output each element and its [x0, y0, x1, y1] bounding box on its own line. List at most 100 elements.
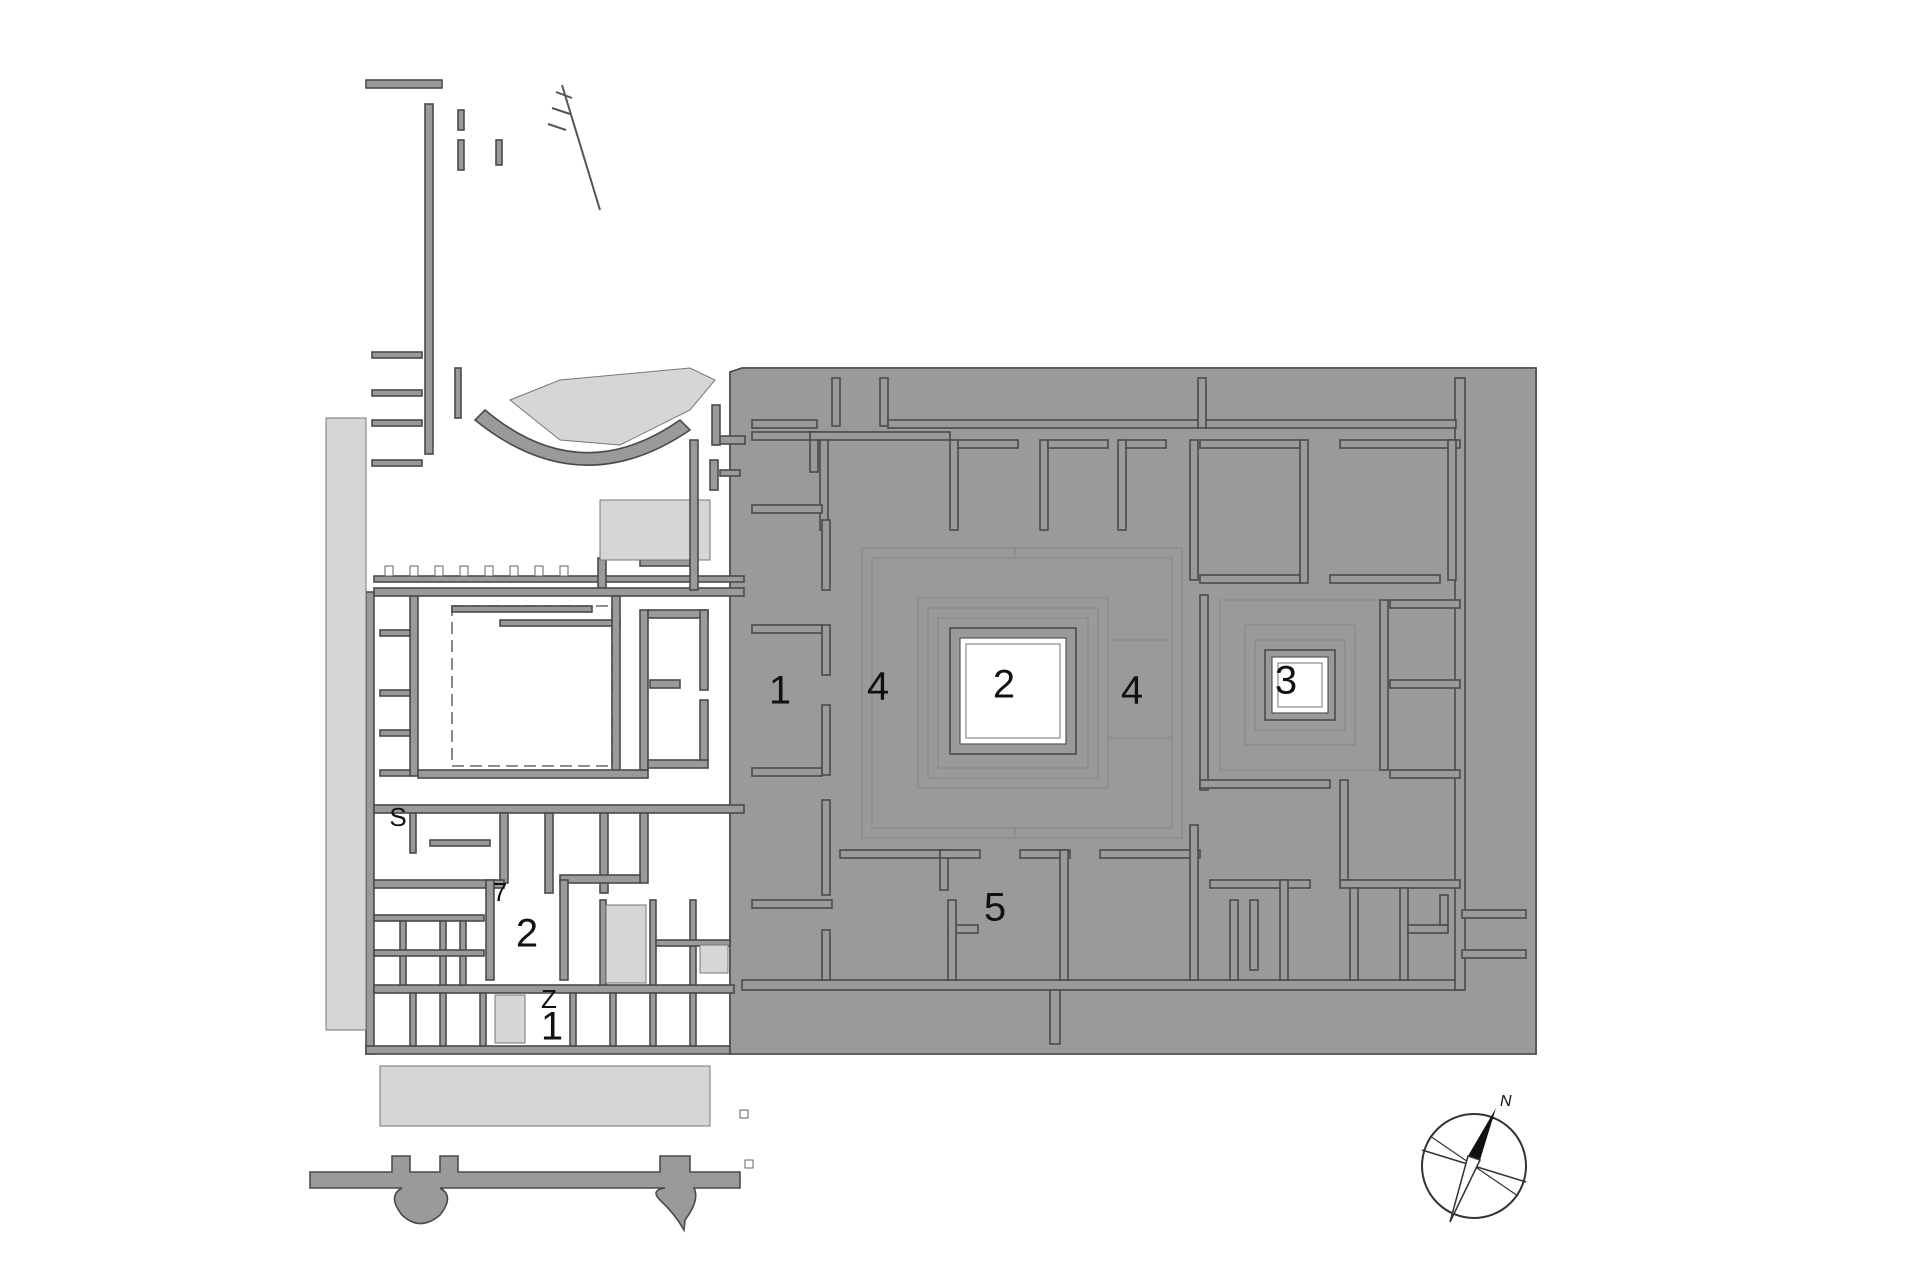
mark-7-label: 7: [493, 877, 507, 907]
wall-segment: [949, 439, 959, 531]
wall-segment: [499, 619, 621, 627]
east-complex: 1 4 2 4 3 5: [729, 367, 1537, 1055]
wall-segment: [379, 629, 411, 637]
wall-fragment: [371, 419, 423, 427]
wall-segment: [1339, 779, 1349, 881]
wall-segment: [599, 899, 607, 986]
wall-segment: [1039, 439, 1049, 531]
column: [559, 565, 569, 577]
rubble-patch: [605, 904, 647, 984]
wall-segment: [957, 439, 1019, 449]
south-fragment: [309, 1109, 754, 1233]
wall-fragment: [495, 139, 503, 166]
wall-segment: [821, 799, 831, 896]
wall-segment: [611, 595, 621, 777]
room-4-right-label: 4: [1121, 669, 1143, 713]
wall-segment: [597, 557, 607, 589]
east-inner-wall: [729, 367, 1537, 1055]
south-rubble-band: [379, 1065, 711, 1127]
column: [744, 1159, 754, 1169]
wall-segment: [569, 992, 577, 1047]
nw-small-wall: [751, 419, 818, 429]
wall-segment: [639, 609, 649, 771]
compass-needle-north: [1468, 1108, 1496, 1160]
west-boundary: [365, 591, 375, 1055]
south-corridor-wall: [741, 979, 1463, 991]
wall-segment: [409, 595, 419, 777]
wall-segment: [1249, 899, 1259, 971]
south-apse-wall: [309, 1155, 741, 1233]
wall-segment: [379, 689, 411, 697]
wall-fragment: [711, 404, 721, 446]
wall-segment: [1047, 439, 1109, 449]
north-corridor-wall: [887, 419, 1199, 429]
wall-segment: [1209, 879, 1311, 889]
wall-segment: [599, 812, 609, 894]
nw-small-wall-3: [879, 377, 889, 427]
basin-ring: [927, 607, 1099, 779]
wall-segment: [1189, 439, 1199, 581]
wall-segment: [1189, 824, 1199, 981]
wall-segment: [1407, 924, 1449, 934]
wall-segment: [1339, 879, 1461, 889]
wall-segment: [1229, 899, 1239, 981]
wall-segment: [373, 804, 745, 814]
wall-segment: [699, 699, 709, 761]
wall-segment: [1447, 439, 1457, 581]
room-5-east-label: 5: [984, 886, 1006, 930]
wall-segment: [451, 605, 593, 613]
column: [509, 565, 519, 577]
wall-fragment: [709, 459, 719, 491]
wall-segment: [439, 992, 447, 1047]
wall-segment: [1461, 909, 1527, 919]
west-complex: 2 1 S 7 Z: [325, 417, 745, 1127]
column: [739, 1109, 749, 1119]
north-line-ticks: [547, 91, 573, 131]
court-3-basin-ring: [1277, 662, 1323, 708]
column: [459, 565, 469, 577]
court-3-ring: [1244, 624, 1356, 746]
wall-segment: [1339, 439, 1461, 449]
mark-z-label: Z: [541, 984, 557, 1014]
wall-segment: [485, 879, 495, 981]
wall-segment: [639, 812, 649, 884]
north-line: [561, 84, 601, 211]
wall-fragment: [424, 103, 434, 455]
wall-segment: [821, 624, 831, 676]
wall-segment: [379, 769, 411, 777]
wall-segment: [819, 439, 829, 531]
wall-segment: [1389, 769, 1461, 779]
wall-segment: [1199, 594, 1209, 791]
room-2-east-label: 2: [993, 663, 1015, 707]
wall-segment: [1099, 849, 1201, 859]
compass-rose: N: [1421, 1093, 1527, 1223]
wall-segment: [1389, 599, 1461, 609]
column: [409, 565, 419, 577]
wall-segment: [839, 849, 951, 859]
court-3-basin-inner: [1271, 656, 1329, 714]
south-boundary: [365, 1045, 731, 1055]
wall-fragment: [371, 459, 423, 467]
west-rubble-band: [325, 417, 367, 1031]
wall-segment: [1059, 849, 1069, 981]
wall-segment: [417, 769, 649, 779]
wall-segment: [699, 609, 709, 691]
wall-segment: [1389, 679, 1461, 689]
rubble-patch: [699, 944, 729, 974]
peristyle: [451, 605, 613, 767]
court-3-ring: [1254, 639, 1346, 731]
wall-segment: [1299, 439, 1309, 584]
rubble-patch: [494, 994, 526, 1044]
basin-inner-ring: [965, 643, 1061, 739]
wall-segment: [1125, 439, 1167, 449]
wall-segment: [1199, 779, 1331, 789]
wall-segment: [821, 929, 831, 981]
wall-fragment: [719, 469, 741, 477]
wall-segment: [559, 874, 641, 884]
basin-ring: [917, 597, 1109, 789]
wall-segment: [751, 767, 823, 777]
room-1-west-label: 1: [541, 1005, 563, 1049]
wall-segment: [429, 839, 491, 847]
north-corridor-wall-3: [1205, 419, 1457, 429]
